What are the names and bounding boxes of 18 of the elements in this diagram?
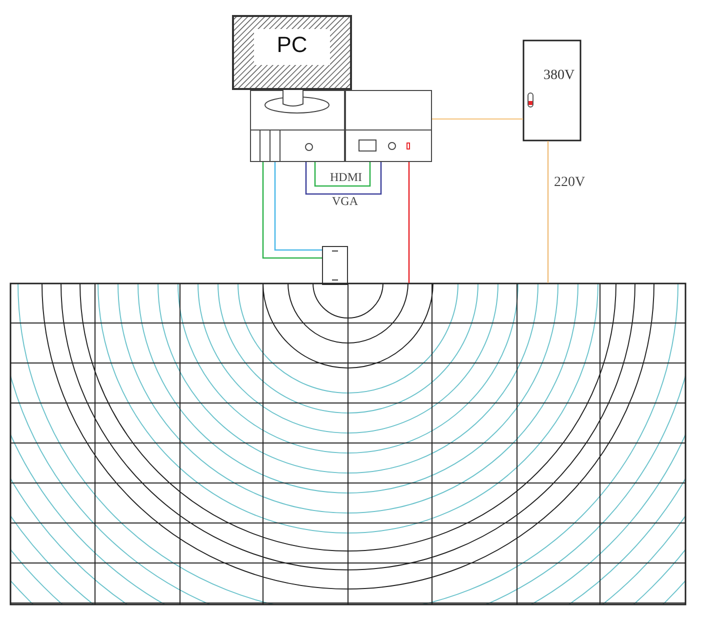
ground-grid-drawing <box>10 283 686 605</box>
device-label: PC <box>276 33 308 58</box>
cable-line <box>547 141 549 283</box>
cable-line <box>408 162 410 283</box>
cable-line <box>305 162 382 195</box>
cable-line <box>432 118 523 120</box>
edge-label: VGA <box>331 195 359 208</box>
cable-line <box>262 162 322 259</box>
computer-host-drawing <box>250 90 345 162</box>
cable-line <box>274 162 322 251</box>
power-cabinet <box>523 40 581 141</box>
monitor-drawing <box>232 15 352 90</box>
edge-label: 220V <box>553 176 586 189</box>
voltage-label: 380V <box>542 68 576 84</box>
controller-drawing <box>345 90 432 162</box>
sensor-drawing <box>322 246 348 285</box>
edge-label: HDMI <box>329 171 363 184</box>
cable-line <box>314 162 371 187</box>
